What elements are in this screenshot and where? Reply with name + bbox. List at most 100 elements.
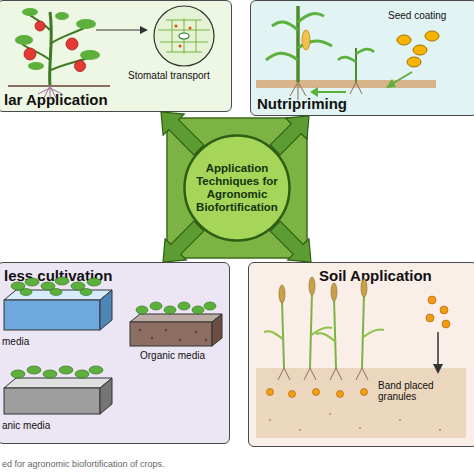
organic-tray bbox=[130, 322, 212, 346]
soil-bed bbox=[359, 427, 361, 429]
inorganic-tray bbox=[27, 366, 41, 374]
tomato-plant bbox=[75, 61, 86, 72]
tomato-plant bbox=[35, 21, 45, 31]
tomato-plant bbox=[80, 50, 100, 60]
organic-tray bbox=[165, 329, 167, 331]
tomato-plant bbox=[55, 12, 69, 20]
band-granules bbox=[440, 306, 448, 314]
panel-heading: Nutripriming bbox=[257, 95, 347, 112]
organic-tray bbox=[136, 306, 148, 314]
organic-tray bbox=[192, 306, 204, 314]
stomata-zoom bbox=[179, 45, 182, 48]
granule-arrow bbox=[437, 332, 439, 366]
coated-seeds bbox=[407, 57, 421, 67]
organic-tray bbox=[151, 337, 153, 339]
organic-tray bbox=[178, 302, 190, 310]
stomata-zoom bbox=[179, 33, 189, 39]
tomato-plant bbox=[22, 8, 38, 16]
callout-label: Seed coating bbox=[388, 10, 468, 21]
soil-bed bbox=[269, 413, 441, 431]
stomata-zoom bbox=[189, 27, 192, 30]
coated-seeds bbox=[425, 31, 439, 41]
hydroponic-tray bbox=[80, 289, 92, 296]
tomato-plant bbox=[24, 48, 36, 60]
granule-arrow bbox=[433, 364, 443, 374]
block-arrow bbox=[270, 221, 311, 262]
soil-bed bbox=[299, 429, 301, 431]
tomato-plant bbox=[76, 19, 96, 29]
callout-label: Stomatal transport bbox=[128, 70, 228, 81]
soil-strip bbox=[256, 80, 436, 88]
stomata-zoom bbox=[154, 6, 214, 66]
soil-bed bbox=[269, 419, 271, 421]
wheat-plants bbox=[361, 279, 367, 297]
soil-strip bbox=[256, 80, 436, 88]
hub-title: Application Techniques for Agronomic Bio… bbox=[193, 162, 281, 214]
band-granules bbox=[267, 389, 274, 396]
inorganic-tray bbox=[75, 370, 89, 378]
tomato-plant bbox=[28, 62, 44, 70]
organic-tray bbox=[195, 331, 197, 333]
tomato-plant bbox=[50, 12, 52, 86]
hydroponic-tray bbox=[20, 289, 32, 296]
callout-label: anic media bbox=[2, 420, 82, 431]
hydroponic-tray bbox=[25, 278, 39, 286]
inorganic-tray bbox=[4, 388, 100, 414]
callout-label: Organic media bbox=[140, 350, 230, 361]
wheat-plants bbox=[331, 283, 337, 301]
band-granules bbox=[313, 389, 320, 396]
hydroponic-tray bbox=[4, 300, 100, 330]
tomato-plant bbox=[8, 85, 110, 87]
soil-bed bbox=[399, 419, 401, 421]
wheat-plants bbox=[279, 285, 285, 303]
panel-heading: lar Application bbox=[4, 91, 108, 108]
coated-seeds bbox=[397, 35, 411, 45]
soil-bed bbox=[256, 368, 466, 438]
organic-tray bbox=[205, 339, 207, 341]
growth-arrows bbox=[316, 91, 346, 93]
inorganic-tray bbox=[43, 370, 57, 378]
coated-seeds bbox=[413, 45, 427, 55]
panel-heading: Soil Application bbox=[319, 267, 432, 284]
growth-arrows bbox=[386, 79, 396, 88]
hydroponic-tray bbox=[55, 277, 69, 285]
stomata-zoom bbox=[175, 25, 178, 28]
inorganic-tray bbox=[59, 366, 73, 374]
wheat-plants bbox=[309, 277, 315, 295]
band-granules bbox=[426, 314, 434, 322]
band-granules bbox=[337, 391, 344, 398]
block-arrow bbox=[161, 112, 204, 155]
tomato-plant bbox=[15, 35, 33, 45]
callout-label: media bbox=[2, 336, 62, 347]
soil-bed bbox=[329, 413, 331, 415]
hydroponic-tray bbox=[50, 289, 62, 296]
hydroponic-tray bbox=[87, 278, 101, 286]
callout-label: Band placed granules bbox=[378, 380, 470, 402]
tomato-plant bbox=[66, 38, 78, 50]
soil-bed bbox=[256, 368, 466, 438]
stomata-zoom bbox=[172, 18, 196, 54]
organic-tray bbox=[179, 339, 181, 341]
block-arrow bbox=[270, 116, 309, 155]
corn-plant bbox=[296, 6, 300, 82]
band-granules bbox=[289, 391, 296, 398]
soil-bed bbox=[439, 429, 441, 431]
figure-caption: ed for agronomic biofortification of cro… bbox=[2, 459, 165, 469]
wheat-plants bbox=[278, 368, 368, 380]
organic-tray bbox=[139, 329, 141, 331]
stomata-zoom bbox=[154, 6, 214, 66]
corn-plant bbox=[302, 30, 310, 50]
organic-tray bbox=[139, 329, 207, 341]
band-granules bbox=[361, 389, 368, 396]
organic-tray bbox=[150, 302, 162, 310]
inorganic-tray bbox=[4, 378, 112, 388]
inorganic-tray bbox=[11, 370, 25, 378]
spray-arrow bbox=[96, 29, 142, 30]
band-granules bbox=[428, 296, 436, 304]
inorganic-tray bbox=[89, 366, 103, 374]
organic-tray bbox=[130, 314, 222, 322]
organic-tray bbox=[164, 306, 176, 314]
organic-tray bbox=[204, 302, 216, 310]
